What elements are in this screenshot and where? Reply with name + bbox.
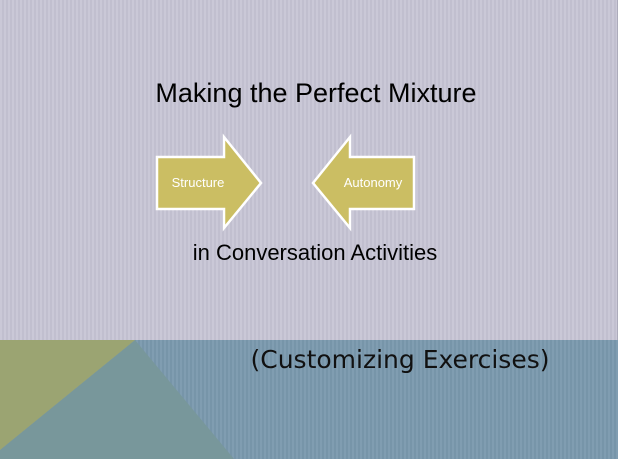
structure-arrow-label: Structure: [171, 175, 225, 190]
slide-caption: (Customizing Exercises): [250, 345, 550, 374]
teal-triangle: [0, 340, 234, 459]
autonomy-arrow-label: Autonomy: [343, 175, 403, 190]
bottom-band: (Customizing Exercises): [0, 340, 618, 459]
slide-title: Making the Perfect Mixture: [155, 78, 477, 108]
autonomy-left-arrow-shape: [311, 133, 416, 232]
olive-triangle: [0, 340, 135, 450]
slide-subtitle: in Conversation Activities: [192, 240, 438, 265]
structure-right-arrow-shape: [155, 133, 263, 232]
corner-triangles-graphic: [0, 340, 234, 459]
